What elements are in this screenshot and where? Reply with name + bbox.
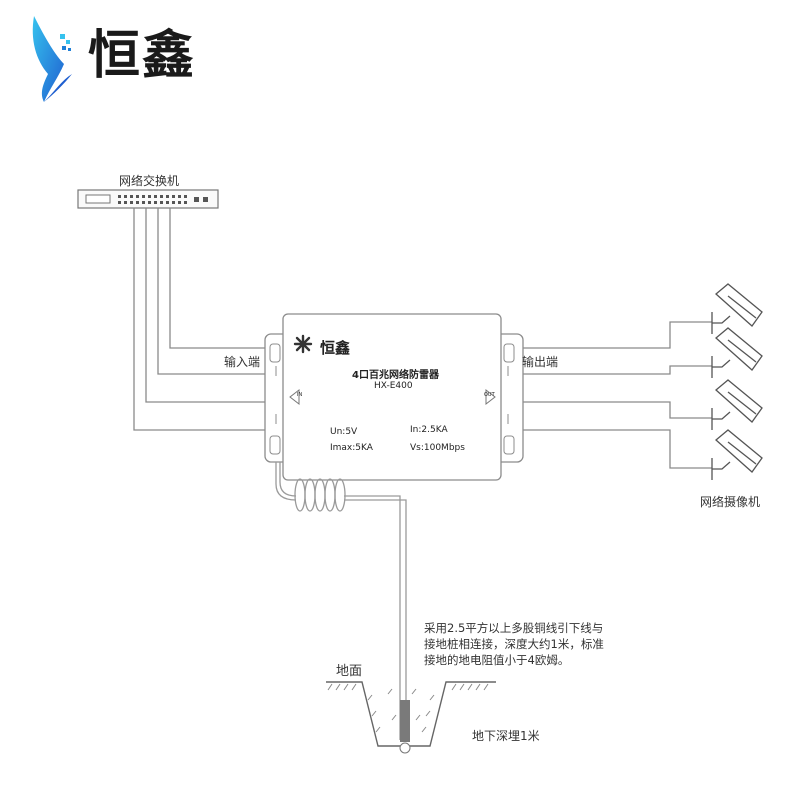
device-in-tag: IN: [297, 392, 303, 398]
note-line: 接地的地电阻值小于4欧姆。: [424, 653, 570, 667]
cameras: [711, 283, 763, 480]
camera-icon: [711, 327, 763, 378]
input-cables: [133, 208, 268, 431]
spec-in: In:2.5KA: [410, 425, 448, 435]
ground-surface-label: 地面: [336, 664, 363, 679]
note-line: 接地桩相连接，深度大约1米，标准: [424, 637, 604, 651]
output-port-label: 输出端: [522, 355, 559, 369]
output-cables: [516, 321, 712, 469]
note-line: 采用2.5平方以上多股铜线引下线与: [424, 621, 604, 635]
camera-icon: [711, 379, 763, 430]
ground-pit: [326, 681, 496, 754]
brand-name: 恒鑫: [88, 26, 197, 86]
camera-icon: [711, 283, 763, 334]
device-out-tag: OUT: [484, 392, 495, 398]
ground-depth-label: 地下深埋1米: [472, 729, 540, 743]
spec-vs: Vs:100Mbps: [410, 443, 465, 453]
camera-icon: [711, 429, 763, 480]
device-model: HX-E400: [374, 381, 413, 391]
switch-label: 网络交换机: [119, 174, 180, 188]
device-title: 4口百兆网络防雷器: [352, 370, 439, 381]
device-logo-icon: [293, 334, 313, 354]
ground-wire: [275, 462, 407, 740]
hx-logo-icon: [32, 16, 72, 102]
network-switch: [77, 189, 219, 209]
camera-label: 网络摄像机: [700, 495, 761, 509]
spec-imax: Imax:5KA: [330, 443, 373, 453]
input-port-label: 输入端: [224, 355, 261, 369]
spec-un: Un:5V: [330, 427, 358, 437]
surge-protector-device: [264, 313, 524, 481]
device-logo-text: 恒鑫: [320, 339, 351, 357]
grounding-note: 采用2.5平方以上多股铜线引下线与 接地桩相连接，深度大约1米，标准 接地的地电…: [424, 620, 624, 668]
